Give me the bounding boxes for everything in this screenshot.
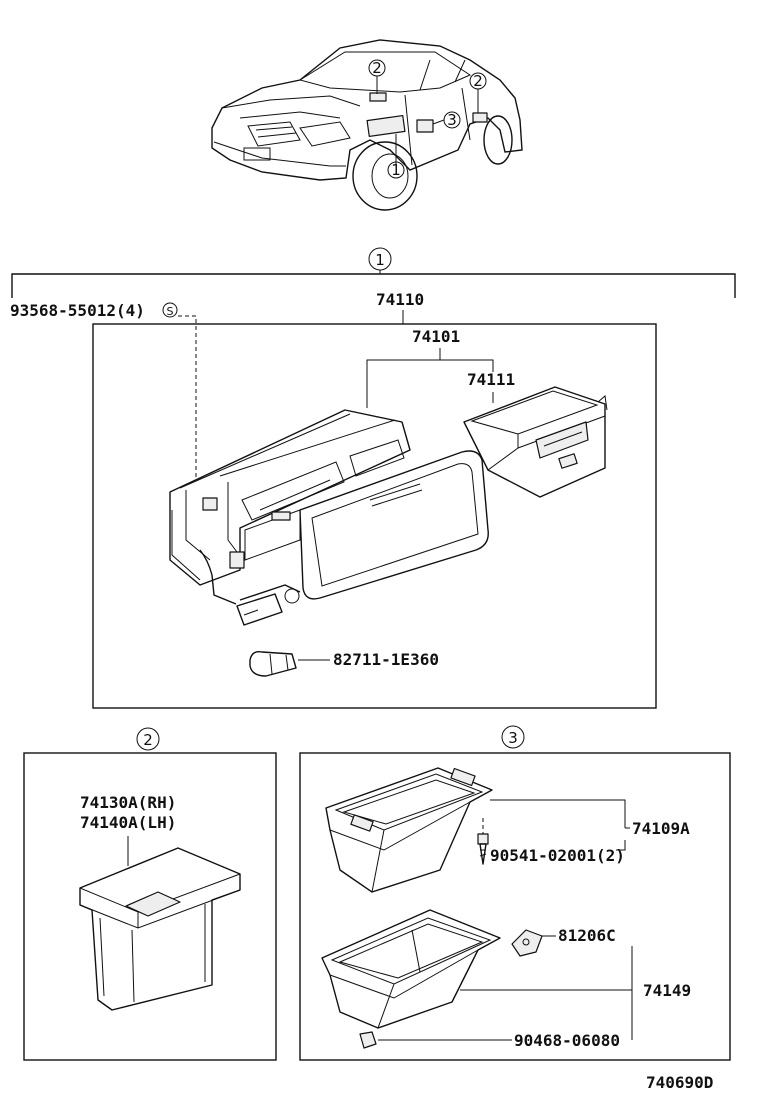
upper-box-label: 74109A (632, 819, 690, 838)
section-2-frame (23, 752, 277, 1061)
sub-assembly-label: 74101 (412, 327, 460, 346)
section-1-callout: 1 (368, 247, 392, 271)
lh-label: 74140A(LH) (80, 813, 176, 832)
lower-box-label: 74149 (643, 981, 691, 1000)
sedan-car-icon (211, 39, 523, 211)
section-1-frame (92, 323, 657, 709)
section-1-bracket (11, 273, 736, 298)
svg-text:1: 1 (375, 251, 385, 269)
car-callout-2-front: 2 (368, 59, 386, 77)
tapping-screw (477, 833, 489, 865)
upper-storage-box (325, 767, 493, 893)
nut-label: 90468-06080 (514, 1031, 620, 1050)
svg-text:2: 2 (372, 59, 382, 77)
section-3-callout: 3 (501, 725, 525, 749)
nut (359, 1031, 377, 1049)
lower-storage-box (321, 909, 501, 1029)
car-callout-2-rear: 2 (469, 72, 487, 90)
svg-text:1: 1 (391, 161, 401, 179)
svg-text:S: S (167, 305, 174, 318)
box-label: 74111 (467, 370, 515, 389)
screw-mark-icon: S (162, 302, 178, 318)
assembly-label: 74110 (376, 290, 424, 309)
svg-text:2: 2 (143, 731, 153, 749)
clip-label: 81206C (558, 926, 616, 945)
rh-label: 74130A(RH) (80, 793, 176, 812)
storage-box (463, 386, 608, 498)
diagram-code: 740690D (646, 1073, 713, 1092)
car-callout-1: 1 (387, 161, 405, 179)
svg-text:3: 3 (508, 729, 518, 747)
cover-panel (299, 450, 489, 600)
screw-3-label: 90541-02001(2) (490, 846, 625, 865)
lamp-bulb (249, 650, 297, 677)
clip (511, 929, 543, 957)
svg-text:3: 3 (447, 111, 457, 129)
wiring-harness (199, 549, 301, 626)
section-3-frame (299, 752, 731, 1061)
svg-text:2: 2 (473, 72, 483, 90)
lamp-label: 82711-1E360 (333, 650, 439, 669)
screw-label: 93568-55012(4) (10, 301, 145, 320)
console-housing (169, 409, 411, 586)
car-callout-3: 3 (443, 111, 461, 129)
interior-lamp-box (79, 847, 241, 1011)
section-2-callout: 2 (136, 727, 160, 751)
